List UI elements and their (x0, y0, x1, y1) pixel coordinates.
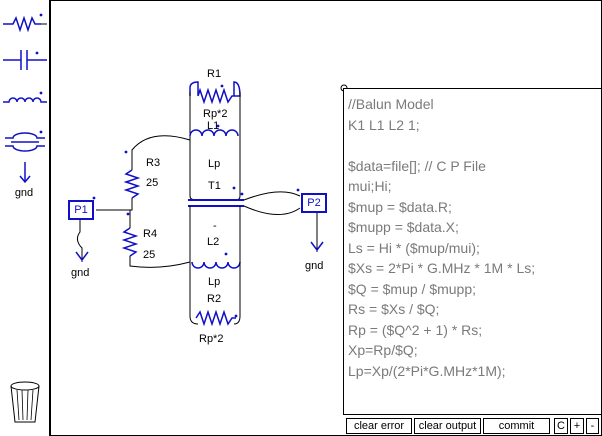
port-p2[interactable]: P2 (301, 193, 327, 213)
script-editor[interactable]: //Balun Model K1 L1 L2 1; $data=file[]; … (343, 88, 602, 415)
l1-value-label: Lp (208, 158, 221, 170)
r4-value-label: 25 (143, 249, 156, 261)
code-line: K1 L1 L2 1; (348, 116, 420, 133)
code-line: //Balun Model (348, 96, 434, 112)
c-button[interactable]: C (554, 418, 568, 434)
code-line: Rs = $Xs / $Q; (348, 301, 440, 317)
r2-value-label: Rp*2 (199, 333, 224, 345)
polarity-minus-label: - (213, 220, 217, 232)
schematic-canvas[interactable]: R1 Rp*2 L1 Lp T1 R3 25 R4 25 - L2 Lp R2 … (53, 0, 601, 436)
inductor-tool-icon[interactable] (1, 84, 49, 112)
r3-label: R3 (146, 157, 161, 169)
r2-label: R2 (207, 293, 222, 305)
clear-output-button[interactable]: clear output (414, 418, 481, 434)
code-line: $data=file[]; // C P File (348, 157, 486, 174)
code-line: $Xs = 2*Pi * G.MHz * 1M * Ls; (348, 260, 536, 276)
code-line: Lp=Xp/(2*Pi*G.MHz*1M); (348, 362, 506, 379)
code-line: mui;Hi; (348, 178, 392, 194)
code-line: Rp = ($Q^2 + 1) * Rs; (348, 321, 483, 338)
t1-transformer (188, 199, 244, 207)
r3-resistor (123, 169, 141, 199)
transformer-tool-icon[interactable] (1, 126, 49, 158)
r4-resistor (121, 227, 139, 257)
clear-error-button[interactable]: clear error (346, 418, 412, 434)
code-line: $mupp = $data.X; (348, 219, 459, 235)
resistor-tool-icon[interactable] (1, 4, 49, 34)
r4-label: R4 (143, 228, 158, 240)
code-line: $mup = $data.R; (348, 198, 452, 215)
p1-ground-label: gnd (71, 267, 90, 279)
plus-button[interactable]: + (570, 418, 584, 434)
p2-ground-arrow (310, 241, 324, 252)
commit-button[interactable]: commit (483, 418, 550, 434)
script-code[interactable]: //Balun Model K1 L1 L2 1; $data=file[]; … (348, 94, 597, 381)
r1-resistor (189, 81, 241, 105)
l2-inductor (191, 261, 241, 269)
ground-tool-label: gnd (14, 187, 34, 199)
l2-label: L2 (207, 236, 220, 248)
code-line (348, 135, 597, 156)
r3-value-label: 25 (146, 177, 159, 189)
code-line: Xp=Rp/$Q; (348, 342, 418, 358)
capacitor-tool-icon[interactable] (1, 42, 49, 74)
p2-ground-label: gnd (305, 260, 324, 272)
schematic-wires (75, 81, 348, 327)
minus-button[interactable]: - (586, 418, 599, 434)
trash-icon[interactable] (1, 378, 49, 426)
code-line: $Q = $mup / $mupp; (348, 280, 477, 297)
r1-label: R1 (207, 68, 222, 80)
ground-tool-icon[interactable] (1, 160, 49, 186)
l2-value-label: Lp (208, 276, 221, 288)
port-p1[interactable]: P1 (68, 200, 94, 220)
component-palette: gnd (0, 0, 51, 436)
p1-ground-arrow (75, 251, 89, 262)
r1-value-label: Rp*2 (203, 108, 228, 120)
r2-resistor (195, 309, 236, 327)
t1-label: T1 (208, 180, 221, 192)
l1-label: L1 (207, 120, 220, 132)
code-line: Ls = Hi * ($mup/mui); (348, 239, 480, 256)
l1-inductor (189, 129, 239, 137)
